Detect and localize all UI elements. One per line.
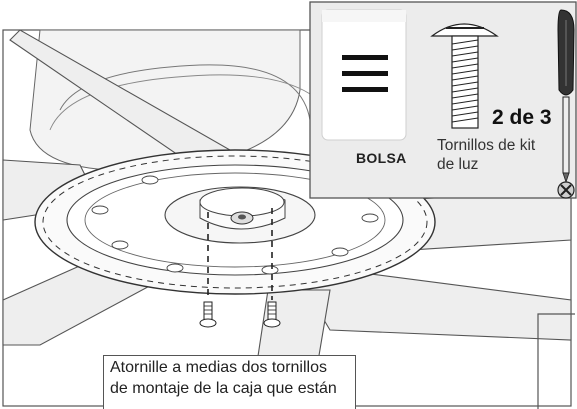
screwdriver-icon [557, 9, 575, 184]
bag-label: BOLSA [356, 150, 407, 166]
screw-description-label: Tornillos de kit de luz [437, 137, 536, 173]
screw-icon [430, 23, 499, 129]
mounting-plate-slot-ring [84, 172, 386, 268]
mounting-plate-notch-ring [42, 155, 428, 289]
plate-slots [91, 175, 379, 275]
bag-icon [321, 9, 407, 141]
screw-left [199, 301, 217, 328]
screw-right [263, 301, 281, 328]
instruction-caption: Atornille a medias dos tornillos de mont… [103, 355, 356, 409]
quantity-label: 2 de 3 [492, 106, 552, 129]
phillips-tip-icon [557, 181, 575, 199]
corner-frame [537, 313, 575, 409]
center-nut-hole [238, 214, 246, 220]
